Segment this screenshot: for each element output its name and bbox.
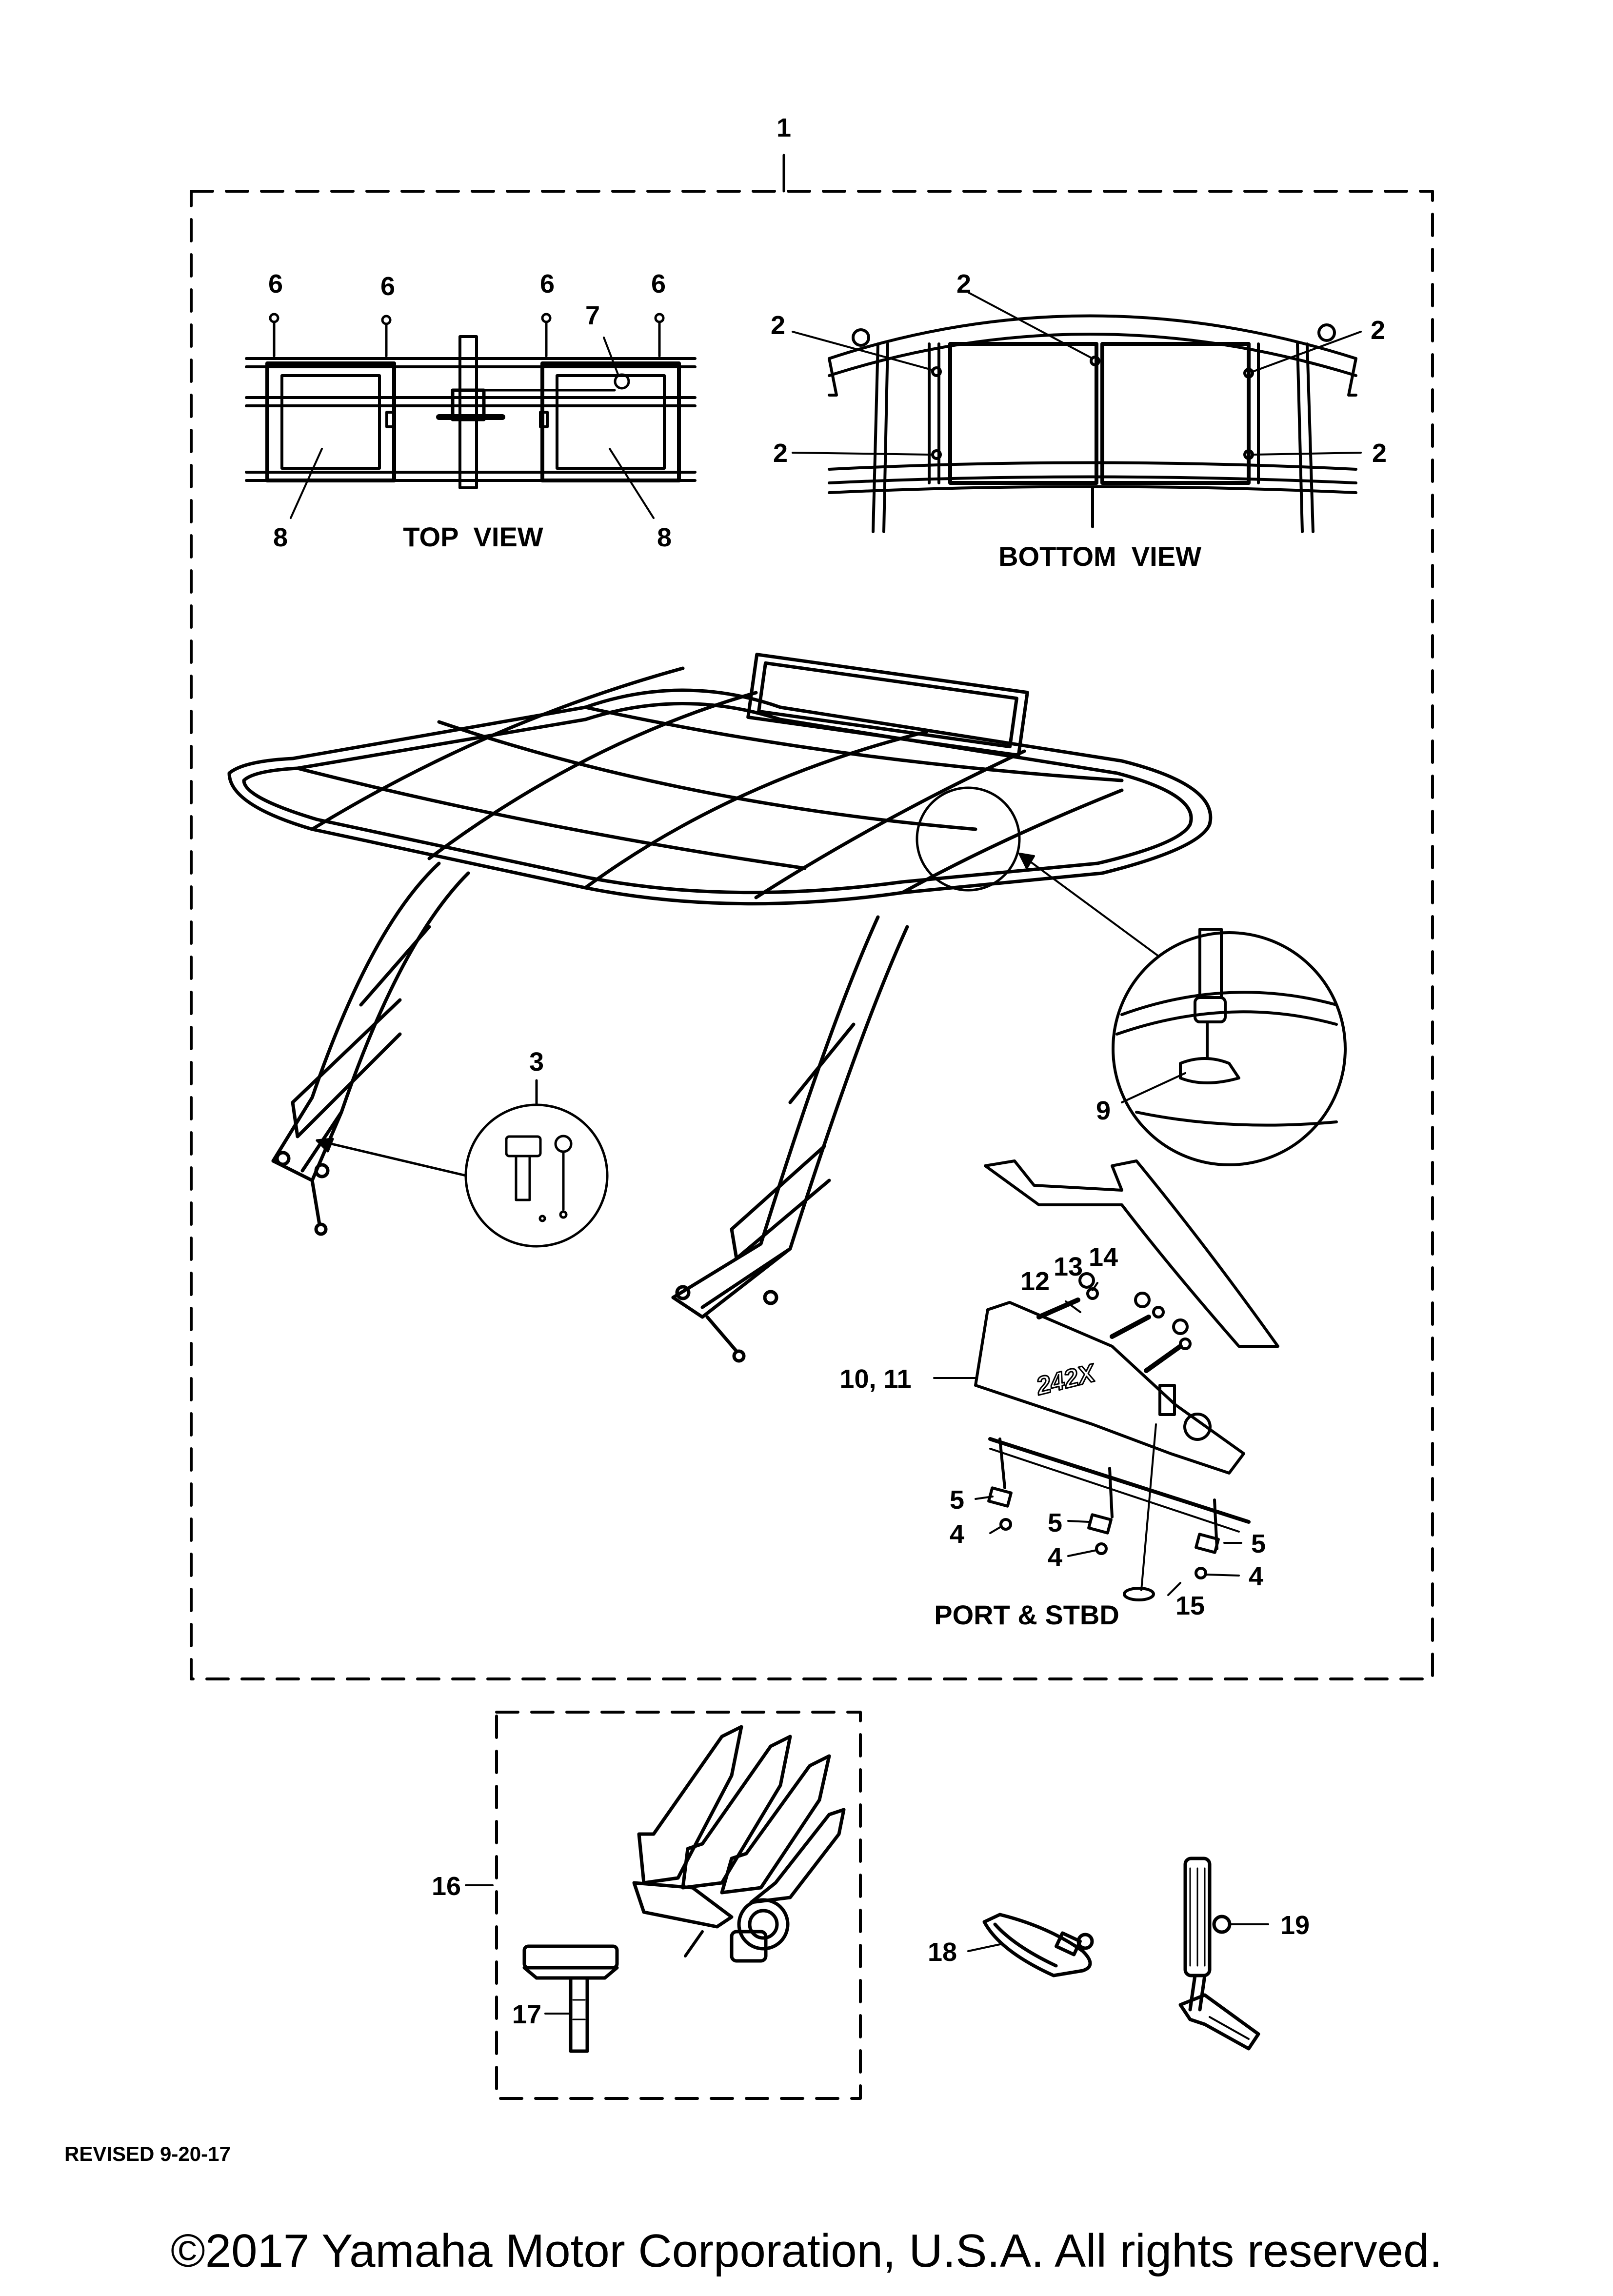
callout-8-a: 8 [273,523,288,552]
callout-8-b: 8 [657,523,672,552]
mount-detail-leaders [933,1282,1242,1596]
bottom-view-drawing [828,314,1357,533]
callout-12: 12 [1020,1267,1050,1296]
callout-10-11: 10, 11 [839,1364,911,1394]
callout-2-b: 2 [771,311,785,340]
callout-15: 15 [1175,1591,1205,1620]
callout-5-c: 5 [1251,1529,1266,1558]
detail-9-drawing [1112,928,1347,1166]
mirror-18-drawing [967,1913,1094,1977]
callout-3: 3 [529,1047,544,1077]
callout-16: 16 [432,1872,461,1901]
callout-2-d: 2 [773,439,788,468]
callout-4-a: 4 [950,1519,964,1549]
callout-5-a: 5 [950,1485,964,1515]
callout-7: 7 [585,301,600,330]
tower-frame-drawing [227,653,1213,1363]
callout-6-c: 6 [540,269,555,299]
bottom-view-leaders [792,292,1362,456]
callout-6-d: 6 [651,269,666,299]
callout-9: 9 [1096,1096,1111,1125]
callout-6-b: 6 [380,272,395,301]
revised-date: REVISED 9-20-17 [64,2142,231,2165]
board-rack-boundary [495,1711,862,2100]
callout-1: 1 [777,113,791,142]
port-stbd-label: PORT & STBD [934,1599,1119,1630]
top-view-leaders [290,337,655,519]
callout-labels: 1 6 6 6 6 7 8 TOP VIEW 8 2 2 2 2 2 BOTTO… [268,113,1387,2029]
callout-2-a: 2 [956,269,971,299]
mount-detail-drawing: 242X [974,1159,1279,1601]
top-view-label: TOP VIEW [403,521,543,552]
callout-14: 14 [1089,1242,1118,1272]
bottom-view-label: BOTTOM VIEW [998,541,1201,572]
callout-2-e: 2 [1372,439,1387,468]
decal-242x: 242X [1033,1358,1099,1401]
callout-4-b: 4 [1048,1542,1062,1572]
board-rack-leaders [465,1884,571,2015]
callout-4-c: 4 [1249,1562,1263,1591]
copyright-notice: ©2017 Yamaha Motor Corporation, U.S.A. A… [170,2225,1443,2277]
callout-18: 18 [928,1937,957,1967]
top-view-drawing [245,335,697,489]
callout-19: 19 [1280,1911,1310,1940]
bracket-19-drawing [1178,1857,1269,2051]
detail-9-leaders [1018,853,1186,1103]
callout-6-a: 6 [268,269,283,299]
screw-6-drawings [269,313,665,358]
callout-2-c: 2 [1371,316,1385,345]
detail-3-drawing [316,1079,609,1248]
callout-5-b: 5 [1048,1508,1062,1537]
board-rack-drawing [522,1725,846,2053]
callout-17: 17 [512,2000,541,2029]
tower-kit-boundary [190,190,1434,1680]
callout-13: 13 [1054,1252,1083,1281]
